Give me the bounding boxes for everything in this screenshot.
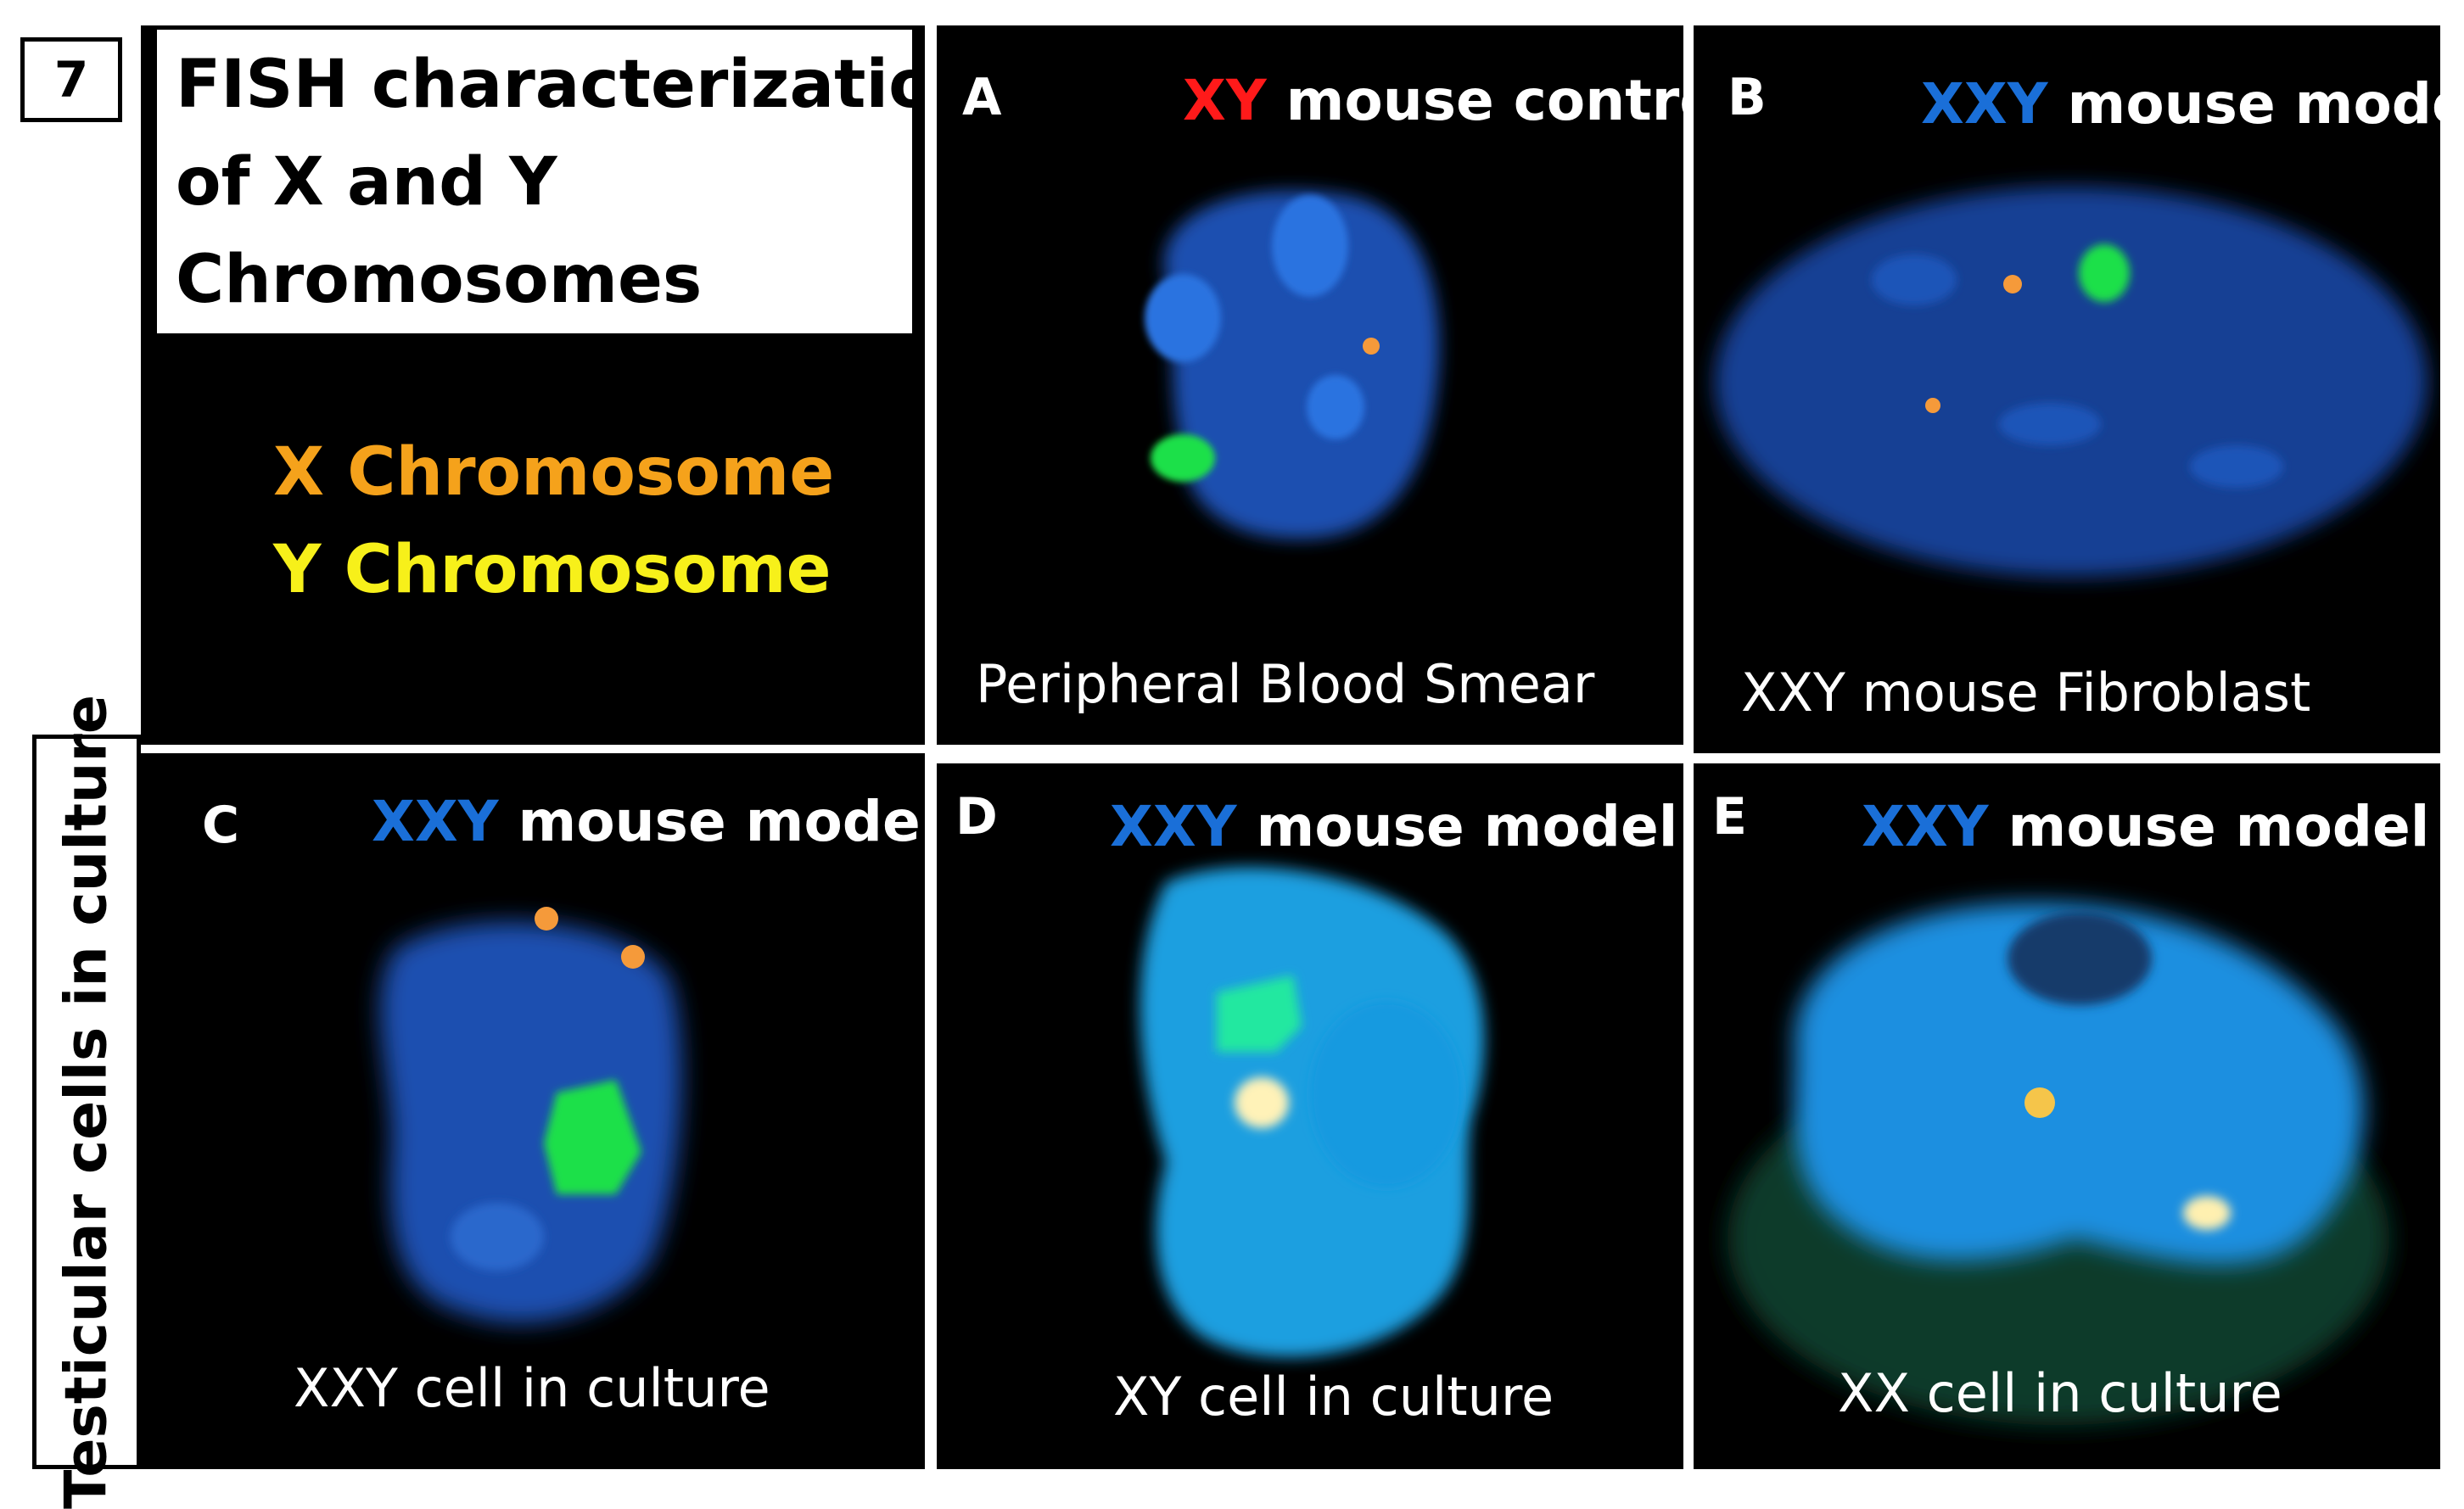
panel-c-letter: C (202, 796, 240, 855)
panel-c-caption: XXY cell in culture (294, 1357, 770, 1419)
panel-b-caption: XXY mouse Fibroblast (1741, 662, 2311, 724)
panel-e-micrograph (1728, 903, 2389, 1425)
panel-a-title: XY mouse control (1183, 68, 1683, 133)
panel-a-orange-probe (1363, 338, 1380, 355)
panel-c: C XXY mouse model XXY cell in culture (141, 753, 925, 1469)
panel-c-title: XXY mouse model (372, 789, 925, 854)
panel-a-title-genotype: XY (1183, 68, 1267, 133)
panel-b-orange-probe (1925, 398, 1940, 413)
panel-c-title-rest: mouse model (498, 789, 925, 854)
panel-d-title-rest: mouse model (1236, 794, 1678, 859)
panel-d: D XXY mouse model XY cell in culture (937, 763, 1683, 1469)
panel-e-yellow-probe (2024, 1087, 2055, 1118)
panel-a-chromocenter (1145, 274, 1221, 362)
panel-d-yellow-probe (1235, 1077, 1289, 1128)
panel-d-chromocenter (1310, 1001, 1463, 1188)
panel-e-caption: XX cell in culture (1838, 1362, 2282, 1424)
panel-c-micrograph (380, 907, 682, 1323)
panel-d-caption: XY cell in culture (1113, 1366, 1554, 1428)
panel-a-green-probe (1151, 434, 1215, 482)
panel-c-orange-probe (621, 945, 645, 969)
panel-e-dark-region (2008, 912, 2152, 1005)
panel-c-orange-probe (535, 907, 558, 931)
panel-b-title: XXY mouse model (1921, 71, 2440, 137)
panel-e-title-genotype: XXY (1862, 794, 1989, 859)
panel-b-chromocenter (1999, 403, 2101, 445)
panel-a-letter: A (962, 68, 1002, 127)
side-label: Testicular cells in culture (53, 694, 120, 1509)
panel-b-title-rest: mouse model (2067, 71, 2440, 137)
panel-c-green-probe (544, 1080, 641, 1194)
panel-a-caption: Peripheral Blood Smear (976, 653, 1595, 715)
panel-b-letter: B (1728, 68, 1767, 127)
panel-a-nucleus (1163, 190, 1440, 539)
header-panel: FISH characterization of X and Y Chromos… (141, 25, 925, 745)
panel-e-letter: E (1712, 787, 1747, 847)
title-box: FISH characterization of X and Y Chromos… (153, 25, 925, 338)
panel-e-yellow-probe (2183, 1196, 2231, 1230)
panel-a: A XY mouse control Peripheral Blood Smea… (937, 25, 1683, 745)
figure-number-box: 7 (20, 37, 122, 122)
panel-b-chromocenter (2190, 445, 2283, 488)
legend-y-chromosome: Y Chromosome (273, 532, 832, 608)
figure-title-line-2: of X and Y (176, 144, 557, 221)
panel-d-letter: D (955, 787, 998, 847)
figure-title-line-1: FISH characterization (176, 47, 925, 123)
panel-a-title-rest: mouse control (1285, 68, 1683, 133)
figure-title-line-3: Chromosomes (176, 242, 703, 318)
panel-a-micrograph (1145, 190, 1440, 539)
panel-a-chromocenter (1307, 375, 1364, 439)
figure-number: 7 (53, 51, 89, 109)
panel-d-title: XXY mouse model (1110, 794, 1677, 859)
panel-b-title-genotype: XXY (1921, 71, 2048, 137)
side-label-box: Testicular cells in culture (32, 695, 141, 1509)
panel-a-chromocenter (1272, 195, 1348, 297)
panel-d-micrograph (1140, 867, 1485, 1357)
panel-e-nucleus (1794, 903, 2364, 1265)
panel-b-chromocenter (1872, 254, 1957, 305)
panel-b-nucleus (1715, 187, 2428, 577)
panel-d-title-genotype: XXY (1110, 794, 1237, 859)
panel-e-title: XXY mouse model (1862, 794, 2429, 859)
panel-c-nucleus (380, 921, 682, 1323)
panel-c-title-genotype: XXY (372, 789, 499, 854)
legend-x-chromosome: X Chromosome (273, 434, 835, 511)
panel-b: B XXY mouse model XXY mouse Fibroblast (1694, 25, 2440, 753)
panel-b-orange-probe (2003, 275, 2022, 293)
panel-d-green-probe (1217, 975, 1302, 1052)
panel-c-chromocenter (451, 1203, 544, 1271)
panel-b-green-probe (2079, 244, 2130, 302)
panel-e-title-rest: mouse model (1988, 794, 2430, 859)
panel-b-micrograph (1715, 187, 2428, 577)
panel-e: E XXY mouse model XX cell in culture (1694, 763, 2440, 1469)
